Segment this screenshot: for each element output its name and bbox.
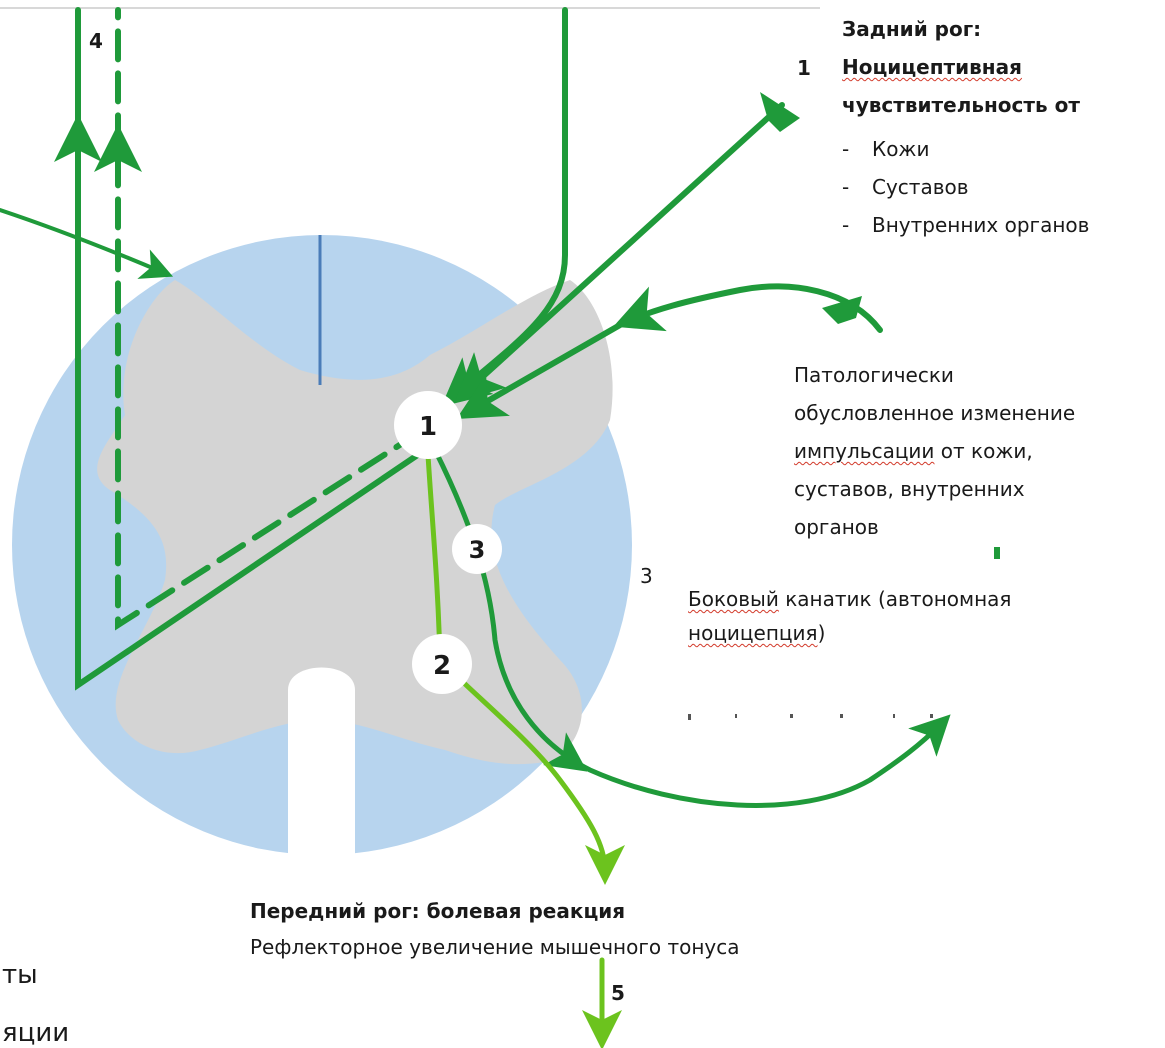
dorsal-horn-source-item: Суставов — [842, 168, 1089, 206]
node-2-label: 2 — [433, 651, 451, 681]
path-5-label: 5 — [611, 981, 625, 1005]
node-1-label: 1 — [419, 412, 437, 442]
lateral-funiculus-underlined-word: Боковый — [688, 587, 779, 611]
ascending-solid-pathway — [75, 7, 428, 691]
lateral-funiculus-pathway — [432, 447, 951, 808]
pathological-line: импульсации от кожи, — [794, 432, 1075, 470]
lateral-funiculus-text: Боковый канатик (автономная ноцицепция) — [688, 582, 1011, 650]
cut-off-text-line2: яции — [2, 1018, 70, 1048]
dorsal-horn-subheading-line2: чувствительность от — [842, 93, 1080, 117]
dorsal-horn-heading: Задний рог: — [842, 17, 982, 41]
path-4-label: 4 — [89, 29, 103, 53]
lateral-funiculus-mid-arrow — [543, 732, 588, 772]
pathological-line-rest: от кожи, — [934, 439, 1033, 463]
dorsal-horn-number: 1 — [797, 56, 811, 80]
dorsal-horn-subheading-part1: Ноцицептивная — [842, 55, 1022, 79]
lateral-funiculus-line-rest: канатик (автономная — [778, 587, 1012, 611]
lateral-funiculus-line: Боковый канатик (автономная — [688, 582, 1011, 616]
node-2-circle — [412, 634, 472, 694]
nodes: 1 2 3 4 5 — [89, 29, 625, 1005]
dorsal-horn-subheading: Ноцицептивная — [842, 54, 1022, 80]
dorsal-horn-source-item: Кожи — [842, 130, 1089, 168]
pathways — [0, 7, 951, 1048]
pathological-line: суставов, внутренних — [794, 477, 1025, 501]
lateral-funiculus-line: ноцицепция) — [688, 616, 1011, 650]
anterior-horn-description: Рефлекторное увеличение мышечного тонуса — [250, 935, 740, 959]
ascending-dashed-pathway — [115, 7, 423, 631]
lateral-funiculus-line-rest: ) — [817, 621, 826, 645]
anterior-median-fissure — [288, 667, 355, 860]
nociceptive-input-tail — [760, 92, 800, 132]
pathological-line: обусловленное изменение — [794, 401, 1076, 425]
motor-reflex-pathway — [425, 452, 625, 885]
anterior-horn-heading: Передний рог: болевая реакция — [250, 899, 626, 923]
node-3-label: 3 — [469, 536, 486, 564]
faint-dots — [688, 714, 933, 720]
left-inflow-arrow — [0, 208, 174, 279]
dorsal-horn-sources-list: Кожи Суставов Внутренних органов — [842, 130, 1089, 244]
node-1-circle — [394, 391, 462, 459]
pathological-input-mid-arrow — [613, 286, 667, 332]
green-tick-mark — [994, 547, 1000, 559]
dorsal-horn-source-item: Внутренних органов — [842, 206, 1089, 244]
pathological-line: Патологически — [794, 363, 954, 387]
pathological-underlined-word: импульсации — [794, 439, 935, 463]
cut-off-text-line1: ты — [2, 960, 38, 990]
nociceptive-input-pathway — [454, 102, 785, 403]
lateral-funiculus-underlined-word: ноцицепция — [688, 621, 818, 645]
node-3-circle — [452, 524, 502, 574]
pathological-text: Патологически обусловленное изменение им… — [794, 356, 1075, 546]
pathological-line: органов — [794, 515, 879, 539]
lateral-funiculus-number: 3 — [640, 564, 653, 588]
pathological-input-tail — [822, 296, 862, 324]
